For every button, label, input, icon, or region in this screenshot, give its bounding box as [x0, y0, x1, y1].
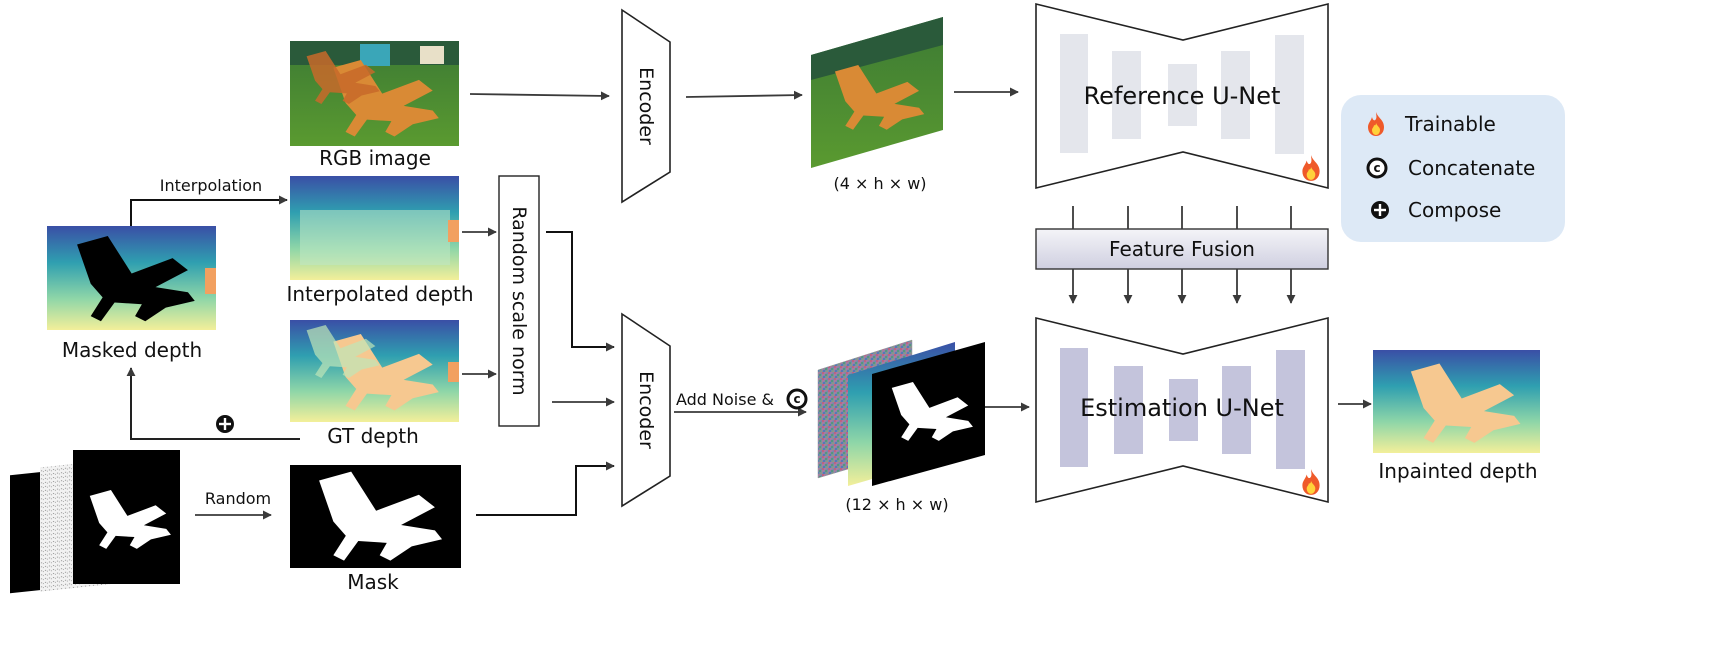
svg-text:c: c — [793, 392, 800, 406]
svg-text:c: c — [1373, 161, 1380, 175]
estimation-unet-label: Estimation U-Net — [1080, 394, 1284, 422]
feature-fusion-box — [1035, 228, 1329, 270]
legend-compose: Compose — [1408, 198, 1501, 222]
gt-depth-image — [290, 320, 459, 422]
reference-unet-label: Reference U-Net — [1084, 82, 1281, 110]
mask-stack — [10, 450, 180, 594]
random-scale-norm-box — [498, 175, 540, 427]
latent-top-image — [811, 17, 943, 168]
encoder-top-label: Encoder — [635, 67, 657, 145]
concatenate-icon: c — [1366, 157, 1388, 179]
inpainted-depth-label: Inpainted depth — [1378, 459, 1537, 483]
concatenate-icon: c — [786, 388, 808, 410]
reference-unet-layers — [1060, 34, 1304, 154]
mask-image — [290, 465, 461, 568]
feature-fusion-label: Feature Fusion — [1109, 237, 1255, 261]
estimation-unet-layers — [1060, 348, 1305, 469]
random-scale-norm-label: Random scale norm — [508, 206, 530, 395]
rgb-image-label: RGB image — [319, 146, 431, 170]
legend-trainable: Trainable — [1404, 112, 1496, 136]
encoder-bottom-label: Encoder — [635, 371, 657, 449]
compose-icon — [216, 415, 234, 433]
legend-concatenate: Concatenate — [1408, 156, 1535, 180]
mask-label: Mask — [347, 570, 399, 594]
masked-depth-image — [47, 226, 216, 330]
rgb-image — [290, 41, 459, 146]
encoder-top-block — [621, 8, 671, 204]
compose-icon — [1371, 201, 1389, 219]
latent-bottom-dims: (12 × h × w) — [845, 495, 948, 514]
masked-depth-label: Masked depth — [62, 338, 202, 362]
inpainted-depth-image — [1373, 350, 1540, 453]
connector-lines — [126, 87, 1372, 520]
interpolated-depth-label: Interpolated depth — [286, 282, 473, 306]
interpolation-label: Interpolation — [160, 176, 262, 195]
latent-bottom-stack — [817, 339, 985, 486]
random-label: Random — [205, 489, 271, 508]
gt-depth-label: GT depth — [327, 424, 419, 448]
add-noise-label: Add Noise & — [676, 390, 774, 409]
latent-top-dims: (4 × h × w) — [833, 174, 926, 193]
interpolated-depth-image — [290, 176, 459, 280]
encoder-bottom-block — [621, 312, 671, 508]
legend-box — [1341, 95, 1565, 242]
